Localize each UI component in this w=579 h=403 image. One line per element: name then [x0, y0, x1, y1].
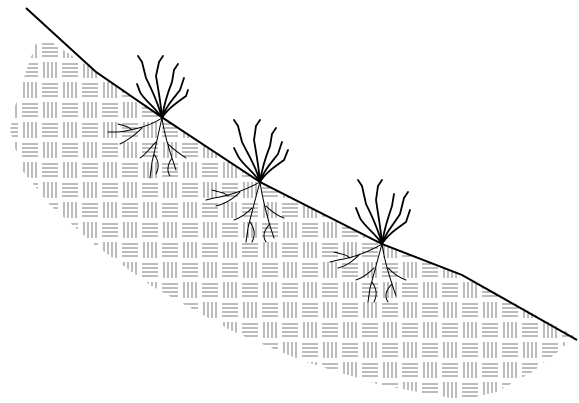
soil-hatch — [0, 0, 579, 403]
slope-diagram — [0, 0, 579, 403]
